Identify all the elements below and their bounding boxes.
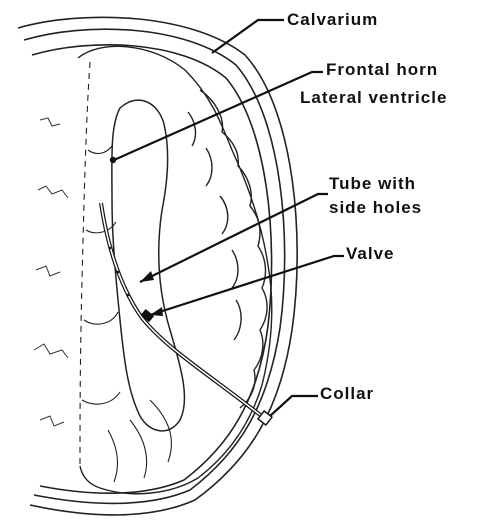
leader-valve [150,256,344,315]
label-frontal-horn: Frontal horn [326,60,438,80]
calvarium-outline [18,17,297,515]
label-lateral-ventricle: Lateral ventricle [300,88,447,108]
shunt-catheter [101,203,272,425]
leader-collar [270,396,318,416]
leader-lines [114,20,344,416]
label-calvarium: Calvarium [287,10,378,30]
leader-frontal-horn [114,72,323,160]
label-tube-line1: Tube with [329,174,416,194]
label-collar: Collar [320,384,374,404]
label-valve: Valve [346,244,395,264]
arrowhead-tube [140,271,154,282]
vessel-tracings [34,118,68,426]
arrowhead-valve [150,307,163,316]
leader-tube [140,194,328,282]
leader-calvarium [212,20,284,53]
label-tube-line2: side holes [329,198,422,218]
